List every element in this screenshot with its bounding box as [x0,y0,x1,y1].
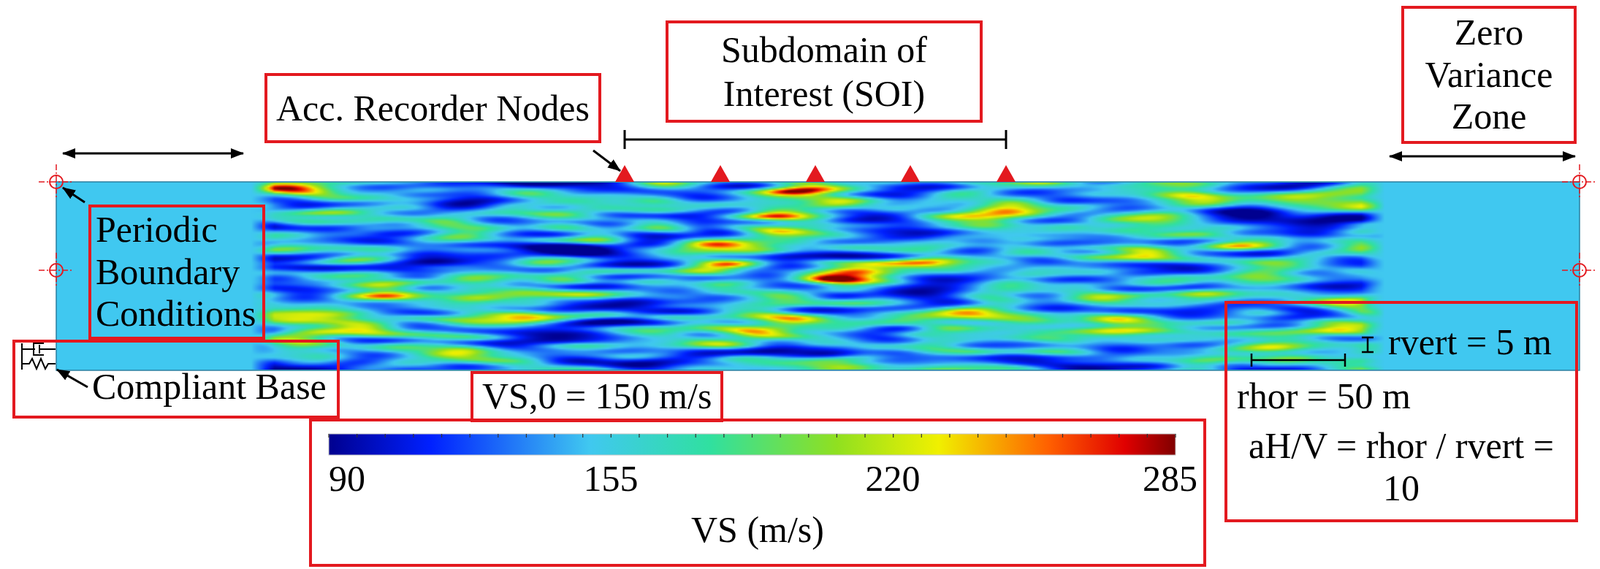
callout-text: Acc. Recorder Nodes [276,86,590,131]
correlation-length-box: rvert = 5 m rhor = 50 m aH/V = rhor / rver… [1224,301,1579,523]
recorder-triangle [805,165,825,182]
soi-bracket [624,130,1007,150]
callout-box: Zero Variance Zone [1401,5,1577,144]
recorder-triangle [710,165,730,182]
leader-arrow [593,150,621,171]
recorder-triangle [900,165,920,182]
dimension-label: rvert = 5 m [1388,320,1552,364]
callout-box: VS,0 = 150 m/s [470,371,724,423]
crosshair [1562,252,1598,288]
colorbar [328,433,1176,456]
callout-box: Compliant Base [12,339,340,419]
leader-arrow [62,187,85,203]
leader-arrow [56,369,88,388]
extent-double-arrow [1389,155,1576,158]
spring-symbol [21,358,56,369]
random-field [249,182,1386,370]
horizontal-scale-bar [1251,353,1346,367]
axis-title: VS (m/s) [691,507,825,552]
callout-text: Zero Variance Zone [1408,11,1570,139]
marker-circle [49,263,63,277]
periodic-node-marker [1562,252,1598,288]
extent-double-arrow [62,152,244,155]
recorder-triangle [615,165,635,182]
callout-text: Periodic Boundary Conditions [95,208,258,336]
periodic-node-marker [1562,164,1598,200]
callout-box: Periodic Boundary Conditions [88,204,266,340]
crosshair [1562,164,1598,200]
colorbar-legend: 90 155 220 285 VS (m/s) [309,418,1207,567]
periodic-node-marker [38,164,74,200]
colorbar-ticks [328,433,1176,438]
dashpot-symbol [21,343,56,356]
marker-circle [1572,175,1587,189]
dimension-label: rhor = 50 m [1236,374,1411,418]
marker-circle [1572,263,1587,277]
crosshair [38,164,74,200]
tick-label: 155 [583,456,639,501]
callout-text: Compliant Base [92,364,327,409]
vertical-scale-bar [1361,337,1374,353]
tick-label: 90 [328,456,366,501]
ratio-label: aH/V = rhor / rvert = 10 [1244,425,1559,510]
callout-box: Acc. Recorder Nodes [264,73,602,144]
callout-text: VS,0 = 150 m/s [482,374,712,418]
callout-text: Subdomain of Interest (SOI) [674,27,974,116]
tick-label: 220 [865,456,921,501]
periodic-node-marker [38,252,74,288]
recorder-triangle [996,165,1016,182]
support-line [21,343,23,370]
callout-box: Subdomain of Interest (SOI) [665,20,983,123]
marker-circle [49,175,63,189]
tick-label: 285 [1142,456,1198,501]
crosshair [38,252,74,288]
